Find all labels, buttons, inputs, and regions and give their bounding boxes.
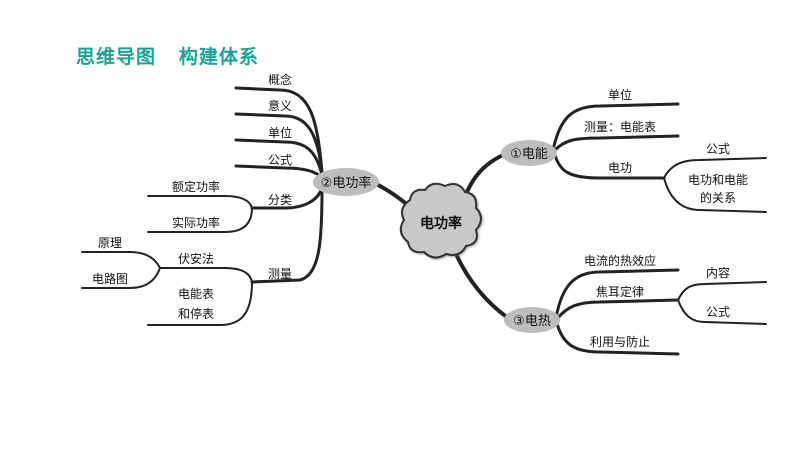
- connector-circuit-diagram: [81, 267, 161, 289]
- connector-meaning: [234, 112, 324, 175]
- connector-unit-left: [234, 138, 324, 177]
- connector-rated-power: [147, 195, 253, 209]
- label-measure: 测量: [268, 267, 292, 281]
- connector-meter-timer: [147, 281, 253, 326]
- connector-center-heat: [453, 250, 510, 320]
- label-formula-right: 公式: [706, 142, 730, 156]
- hub-heat: [504, 307, 560, 333]
- label-meter-timer-1: 电能表: [178, 287, 214, 301]
- label-use-prevent: 利用与防止: [590, 334, 650, 349]
- connector-energy-meter: [553, 134, 680, 152]
- label-formula-heat: 公式: [706, 305, 730, 319]
- label-circuit-diagram: 电路图: [92, 271, 128, 286]
- page-heading: 思维导图 构建体系: [76, 42, 259, 69]
- label-category: 分类: [268, 193, 292, 207]
- hub-power-label: ②电功率: [321, 175, 372, 191]
- label-concept: 概念: [268, 72, 292, 87]
- heading-part1: 思维导图: [76, 46, 157, 68]
- hub-heat-label: ③电热: [513, 314, 551, 329]
- connector-category: [250, 186, 324, 210]
- center-node-label: 电功率: [420, 215, 462, 232]
- label-unit-left: 单位: [268, 125, 292, 140]
- connector-electric-work: [553, 153, 666, 180]
- label-principle: 原理: [98, 236, 122, 250]
- label-content: 内容: [706, 265, 730, 280]
- label-meter-timer-2: 和停表: [178, 306, 214, 321]
- label-electric-work: 电功: [608, 161, 632, 175]
- hub-energy: [501, 140, 557, 166]
- label-heat-effect: 电流的热效应: [584, 253, 656, 268]
- connector-formula-right: [663, 157, 767, 179]
- connector-voltammetry: [159, 267, 253, 283]
- label-voltammetry: 伏安法: [178, 251, 214, 266]
- label-formula-left: 公式: [268, 153, 292, 167]
- connector-principle: [81, 251, 161, 269]
- connector-formula-heat: [677, 299, 767, 325]
- label-meaning: 意义: [268, 98, 292, 113]
- connector-joule-law: [556, 298, 680, 320]
- connector-work-relation: [663, 177, 767, 213]
- label-work-relation-1: 电功和电能: [688, 173, 748, 187]
- connector-actual-power: [147, 207, 253, 233]
- hub-power: [313, 168, 379, 196]
- label-rated-power: 额定功率: [172, 179, 220, 194]
- label-joule-law: 焦耳定律: [596, 284, 644, 299]
- connector-use-prevent: [554, 318, 680, 356]
- label-energy-meter: 测量：电能表: [584, 120, 656, 134]
- label-actual-power: 实际功率: [172, 215, 220, 230]
- center-node-shape: [399, 182, 482, 259]
- connector-content: [677, 281, 767, 301]
- connector-heat-effect: [554, 268, 680, 320]
- heading-part2: 构建体系: [178, 46, 259, 68]
- connector-unit-right: [551, 102, 680, 152]
- connector-formula-left: [234, 164, 324, 180]
- label-unit-right: 单位: [608, 87, 632, 102]
- hub-energy-label: ①电能: [510, 147, 548, 162]
- connector-measure: [250, 188, 324, 284]
- label-work-relation-2: 的关系: [700, 190, 736, 205]
